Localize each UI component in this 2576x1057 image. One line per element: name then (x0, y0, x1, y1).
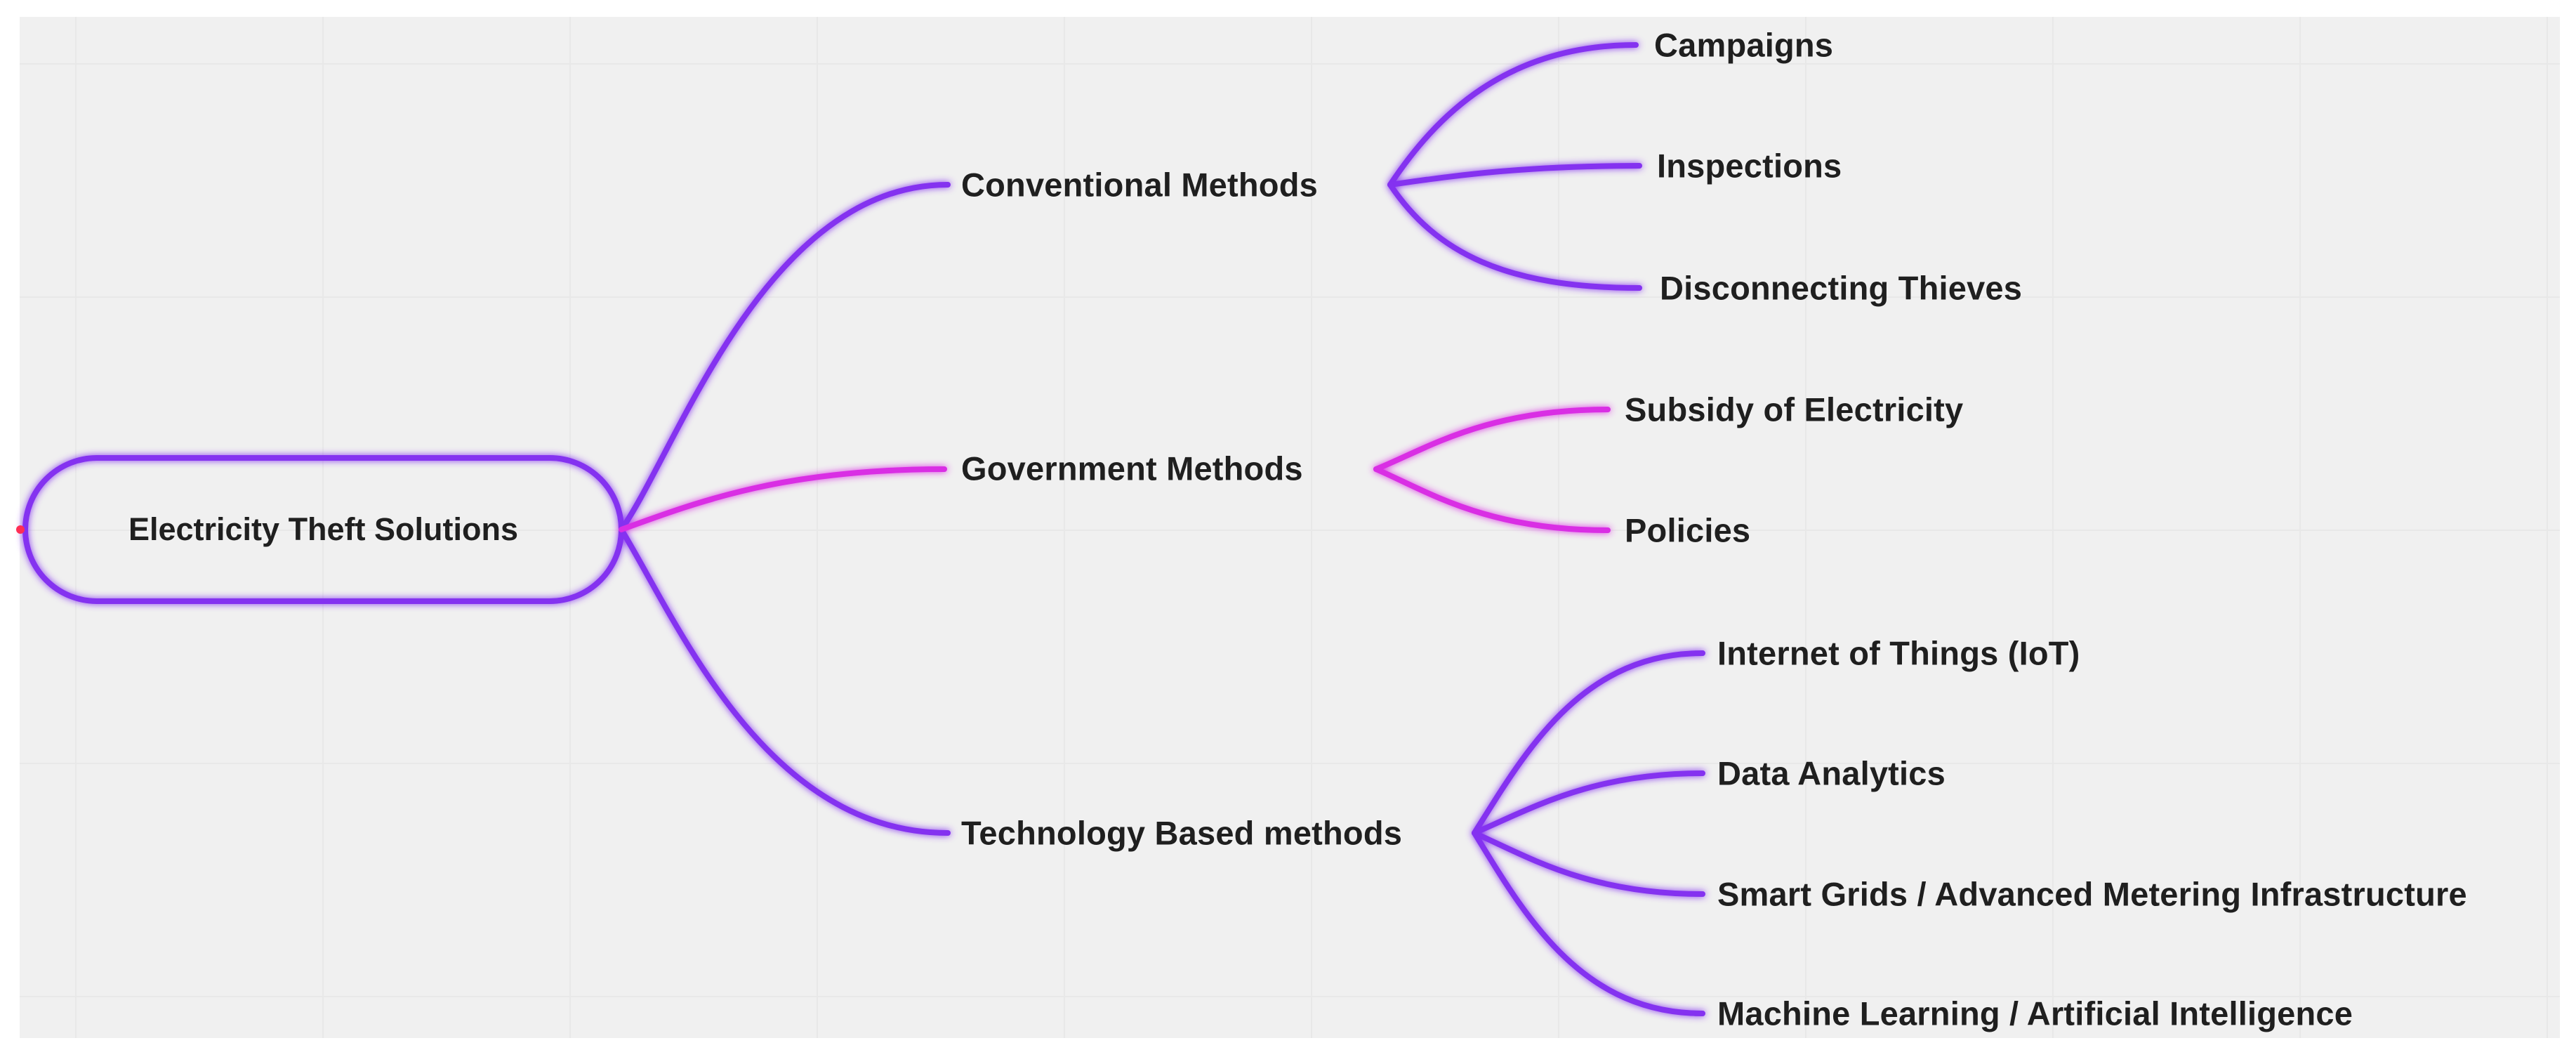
branch-label-technology-based-methods[interactable]: Technology Based methods (961, 814, 1403, 852)
edge-conventional-inspections (1387, 163, 1642, 188)
edge-root-government-methods (619, 466, 947, 532)
leaf-label-inspections[interactable]: Inspections (1657, 147, 1842, 185)
root-node[interactable]: Electricity Theft Solutions (25, 458, 621, 601)
branch-label-conventional-methods[interactable]: Conventional Methods (961, 166, 1318, 204)
leaf-label-subsidy-of-electricity[interactable]: Subsidy of Electricity (1625, 390, 1964, 428)
leaf-label-internet-of-things[interactable]: Internet of Things (IoT) (1717, 634, 2080, 672)
leaf-label-data-analytics[interactable]: Data Analytics (1717, 754, 1946, 792)
root-left-anchor-dot (16, 525, 25, 534)
edge-root-conventional-methods (619, 182, 951, 532)
root-node-label: Electricity Theft Solutions (128, 511, 519, 547)
edge-technology-data-analytics (1472, 770, 1705, 836)
edge-government-policies (1373, 466, 1611, 533)
leaf-label-machine-learning-ai[interactable]: Machine Learning / Artificial Intelligen… (1717, 994, 2353, 1032)
canvas-grid (20, 17, 2560, 1038)
leaf-label-smart-grids-ami[interactable]: Smart Grids / Advanced Metering Infrastr… (1717, 875, 2467, 913)
edge-conventional-disconnecting-thieves (1387, 182, 1642, 291)
leaf-label-campaigns[interactable]: Campaigns (1654, 26, 1834, 64)
edge-technology-smart-grids (1472, 830, 1705, 897)
branch-label-government-methods[interactable]: Government Methods (961, 449, 1303, 487)
leaf-label-disconnecting-thieves[interactable]: Disconnecting Thieves (1660, 269, 2023, 307)
edge-government-subsidy-of-electricity (1373, 407, 1611, 472)
edge-technology-machine-learning (1472, 830, 1705, 1016)
edge-root-technology-based-methods (619, 527, 951, 836)
edge-conventional-campaigns (1387, 42, 1639, 188)
leaf-label-policies[interactable]: Policies (1625, 511, 1751, 549)
edge-technology-internet-of-things (1472, 650, 1705, 836)
